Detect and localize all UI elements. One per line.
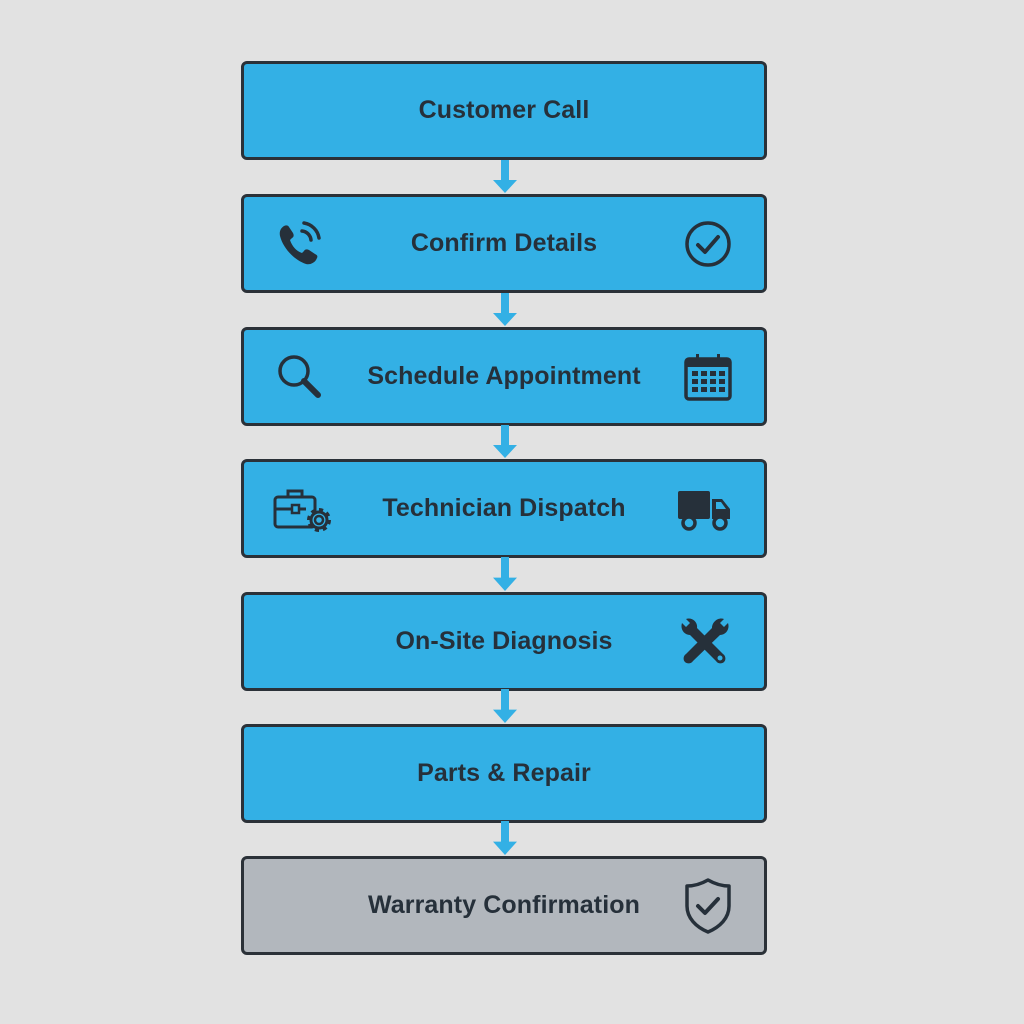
- connector-arrow: [492, 425, 518, 459]
- check-circle-icon: [682, 218, 734, 270]
- connector-arrow: [492, 160, 518, 194]
- step-confirm-details: Confirm Details: [241, 194, 767, 293]
- step-label: Confirm Details: [410, 229, 598, 257]
- truck-icon: [676, 483, 734, 535]
- magnifier-icon: [274, 351, 326, 403]
- step-label: Customer Call: [418, 96, 590, 124]
- step-customer-call: Customer Call: [241, 61, 767, 160]
- step-label: Parts & Repair: [417, 759, 591, 787]
- connector-arrow: [492, 689, 518, 724]
- shield-check-icon: [682, 876, 734, 936]
- step-warranty-confirmation: Warranty Confirmation: [241, 856, 767, 955]
- wrench-screwdriver-icon: [676, 613, 734, 671]
- step-label: Schedule Appointment: [367, 362, 641, 390]
- step-label: Technician Dispatch: [382, 494, 626, 522]
- connector-arrow: [492, 821, 518, 856]
- connector-arrow: [492, 557, 518, 592]
- toolbox-gear-icon: [272, 483, 336, 535]
- step-technician-dispatch: Technician Dispatch: [241, 459, 767, 558]
- step-on-site-diagnosis: On-Site Diagnosis: [241, 592, 767, 691]
- step-schedule-appointment: Schedule Appointment: [241, 327, 767, 426]
- step-label: On-Site Diagnosis: [395, 627, 613, 655]
- connector-arrow: [492, 293, 518, 327]
- phone-ringing-icon: [274, 218, 326, 270]
- step-label: Warranty Confirmation: [367, 891, 641, 919]
- step-parts-and-repair: Parts & Repair: [241, 724, 767, 823]
- calendar-icon: [682, 351, 734, 403]
